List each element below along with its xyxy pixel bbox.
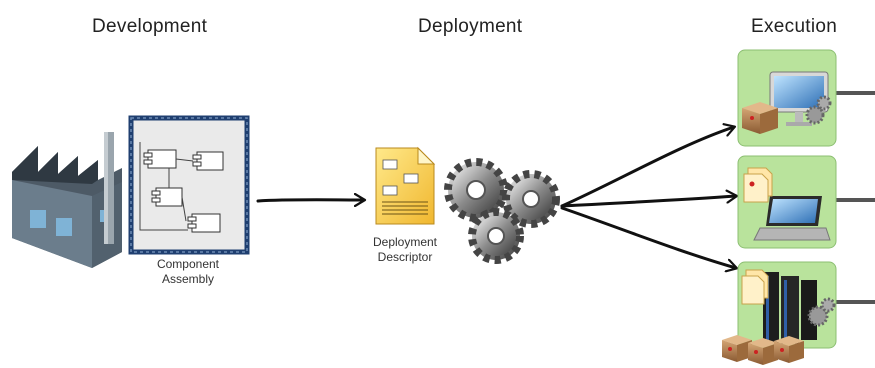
package-icon — [742, 102, 778, 134]
packages-icon — [722, 335, 804, 365]
caption-descriptor-line2: Descriptor — [377, 250, 433, 264]
laptop-icon — [753, 196, 831, 241]
stage-title-development: Development — [92, 16, 208, 37]
execution-node-desktop — [737, 49, 875, 147]
caption-component-assembly: Component Assembly — [133, 257, 243, 287]
execution-node-laptop — [737, 155, 875, 249]
caption-descriptor-line1: Deployment — [372, 235, 438, 249]
arrow-to-server — [560, 206, 736, 268]
caption-assembly-line1: Component — [156, 257, 220, 271]
stage-title-deployment: Deployment — [418, 16, 523, 37]
caption-deployment-descriptor: Deployment Descriptor — [355, 235, 455, 265]
arrow-to-descriptor — [256, 200, 364, 201]
factory-icon — [12, 132, 122, 268]
documents-icon-2 — [741, 269, 769, 305]
arrow-to-laptop — [560, 196, 736, 208]
execution-node-server — [722, 261, 875, 365]
server-rack-icon — [763, 272, 836, 344]
caption-assembly-line2: Assembly — [161, 272, 214, 286]
arrow-to-desktop — [560, 127, 734, 208]
documents-icon — [743, 167, 773, 203]
gears-icon — [444, 158, 560, 264]
component-assembly-icon — [128, 115, 250, 255]
deployment-descriptor-icon — [375, 146, 436, 225]
desktop-computer-icon — [769, 71, 832, 126]
stage-title-execution: Execution — [751, 16, 838, 37]
